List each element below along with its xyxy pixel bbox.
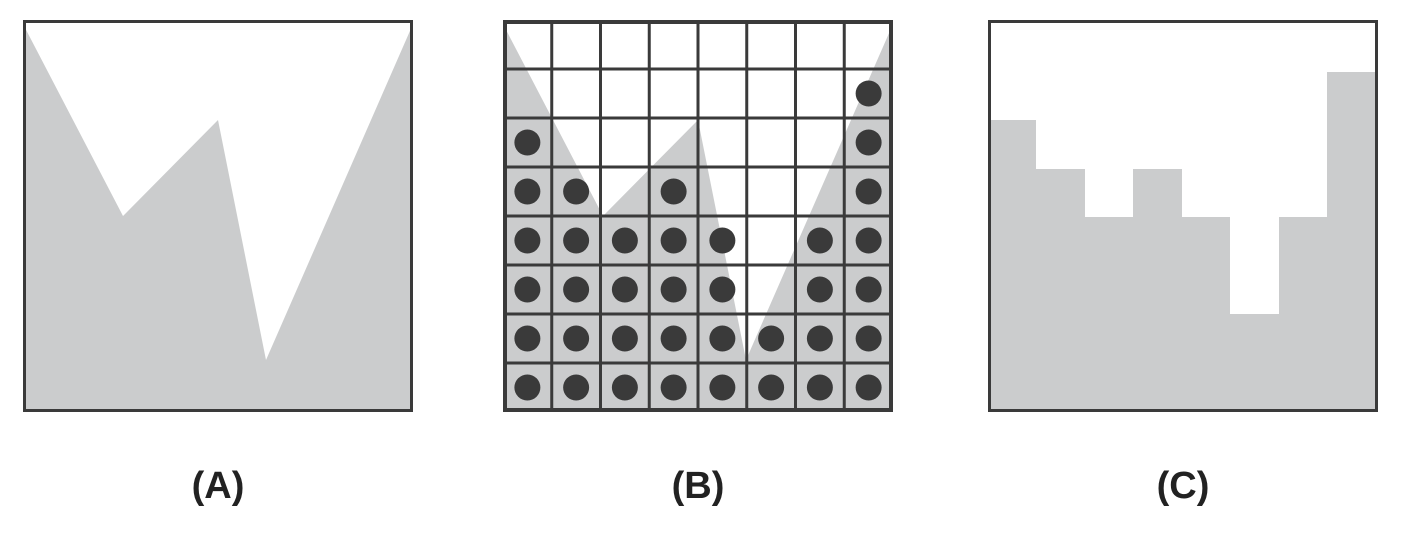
panel-b-sample-dots — [514, 80, 882, 401]
sample-dot — [660, 276, 687, 303]
panel-a-shape — [23, 24, 413, 412]
panel-c-shape — [988, 72, 1378, 412]
panel-b-border — [503, 20, 893, 412]
sample-dot — [514, 227, 541, 254]
sample-dot — [855, 276, 882, 303]
sample-dot — [611, 374, 638, 401]
panel-a-continuous-image — [23, 20, 413, 412]
sample-dot — [514, 374, 541, 401]
panel-b-label: (B) — [671, 465, 725, 507]
sample-dot — [611, 227, 638, 254]
sample-dot — [514, 129, 541, 156]
sample-dot — [855, 374, 882, 401]
sample-dot — [611, 276, 638, 303]
sample-dot — [514, 178, 541, 205]
panel-c-svg — [988, 20, 1378, 412]
sample-dot — [563, 276, 590, 303]
sample-dot — [660, 227, 687, 254]
panel-b-grid-lines — [503, 20, 893, 412]
sample-dot — [709, 227, 736, 254]
panel-a-svg — [23, 20, 413, 412]
sample-dot — [806, 325, 833, 352]
sample-dot — [855, 178, 882, 205]
sample-dot — [563, 374, 590, 401]
panel-a-label: (A) — [191, 465, 245, 507]
sample-dot — [660, 178, 687, 205]
sample-dot — [563, 227, 590, 254]
sample-dot — [758, 374, 785, 401]
sample-dot — [758, 325, 785, 352]
panel-c-label: (C) — [1156, 465, 1210, 507]
sample-dot — [855, 80, 882, 107]
sample-dot — [709, 325, 736, 352]
sample-dot — [806, 227, 833, 254]
sample-dot — [563, 325, 590, 352]
sample-dot — [660, 325, 687, 352]
panel-b-svg — [503, 20, 893, 412]
sample-dot — [806, 374, 833, 401]
panel-c-reconstructed-image — [988, 20, 1378, 412]
sample-dot — [855, 227, 882, 254]
sample-dot — [709, 374, 736, 401]
sample-dot — [806, 276, 833, 303]
sample-dot — [563, 178, 590, 205]
panel-c-border — [988, 20, 1378, 412]
panel-b-sampling-grid — [503, 20, 893, 412]
sample-dot — [611, 325, 638, 352]
sample-dot — [709, 276, 736, 303]
panel-a-border — [23, 20, 413, 412]
sample-dot — [514, 276, 541, 303]
sample-dot — [660, 374, 687, 401]
sample-dot — [514, 325, 541, 352]
sample-dot — [855, 129, 882, 156]
sample-dot — [855, 325, 882, 352]
